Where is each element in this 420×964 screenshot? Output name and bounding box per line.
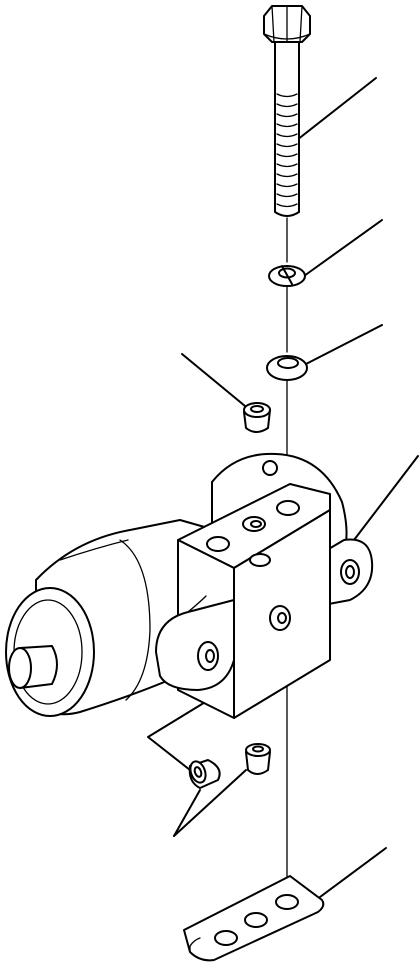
left-mount-lug <box>155 595 235 691</box>
callout-leader-flat-washer <box>305 324 383 365</box>
flange-bolt-hole <box>262 460 278 476</box>
callout-leader-mounting-ear <box>353 455 419 541</box>
lower-fitting-left <box>188 759 221 789</box>
bolt-shank <box>274 39 300 217</box>
block-port-3 <box>276 500 300 516</box>
lock-washer-split <box>281 265 293 285</box>
base-plate-hole-3 <box>275 894 299 910</box>
callout-leader-lock-washer <box>303 219 383 277</box>
flat-washer-hole <box>277 357 299 369</box>
callout-leader-base-plate <box>315 847 387 901</box>
lock-washer <box>268 265 306 287</box>
upper-fitting-socket <box>250 405 264 413</box>
callout-leader-fitting-left <box>173 789 201 837</box>
rod-stub-end <box>8 647 32 689</box>
barrel-step-line <box>119 539 151 701</box>
block-port-4 <box>249 553 271 567</box>
callout-leader-fitting-right <box>173 769 247 837</box>
lower-fitting-right <box>245 743 271 775</box>
callout-leader-bolt <box>296 77 377 141</box>
hex-head-bolt <box>263 5 311 217</box>
base-plate-hole-1 <box>214 930 238 946</box>
bolt-threads <box>276 93 298 208</box>
upper-fitting <box>243 402 271 433</box>
callout-leader-upper-fitting <box>181 353 246 407</box>
block-port-1 <box>206 536 230 552</box>
lower-fitting-right-body <box>245 751 271 775</box>
flat-washer <box>266 355 308 381</box>
base-plate-hole-2 <box>244 912 268 928</box>
base-plate <box>183 875 325 962</box>
